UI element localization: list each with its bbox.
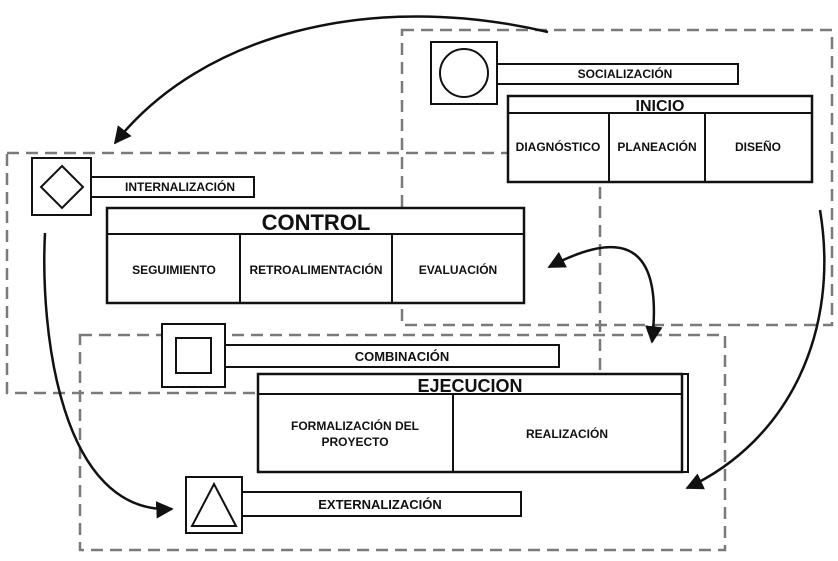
ejecucion-box	[256, 372, 684, 474]
arrow-control-to-ejecucion	[547, 245, 663, 344]
externalizacion-group: EXTERNALIZACIÓN	[185, 476, 522, 534]
inicio-cell-planeacion: PLANEACIÓN	[617, 139, 696, 154]
arrow-inicio-to-externalizacion	[685, 209, 826, 490]
inicio-cell-diagnostico: DIAGNÓSTICO	[516, 139, 601, 154]
control-cell-retroalimentacion: RETROALIMENTACIÓN	[249, 262, 382, 277]
socializacion-group: SOCIALIZACIÓN INICIO DIAGNÓSTICO PLANEAC…	[430, 41, 814, 184]
circle-icon	[439, 48, 489, 98]
control-cell-evaluacion: EVALUACIÓN	[419, 262, 497, 277]
inicio-box	[506, 94, 814, 184]
combinacion-group: COMBINACIÓN EJECUCION FORMALIZACIÓN DEL …	[161, 323, 689, 474]
arrow-internalizacion-to-externalizacion	[43, 232, 174, 519]
combinacion-label: COMBINACIÓN	[355, 349, 450, 364]
combinacion-region	[78, 333, 727, 552]
triangle-icon	[190, 481, 238, 527]
externalizacion-label-bar	[240, 491, 522, 517]
control-box	[105, 206, 526, 305]
internalizacion-group: INTERNALIZACIÓN CONTROL SEGUIMIENTO RETR…	[31, 157, 526, 305]
inicio-cell-diseno: DISEÑO	[735, 139, 781, 154]
control-title: CONTROL	[262, 210, 371, 235]
socializacion-label: SOCIALIZACIÓN	[578, 66, 673, 81]
diamond-icon	[39, 164, 85, 210]
internalizacion-label: INTERNALIZACIÓN	[125, 179, 235, 194]
externalizacion-label: EXTERNALIZACIÓN	[318, 497, 442, 512]
control-cell-seguimiento: SEGUIMIENTO	[132, 263, 216, 277]
ejecucion-title: EJECUCION	[417, 376, 522, 396]
ejecucion-cell-realizacion: REALIZACIÓN	[526, 426, 608, 441]
square-icon	[175, 337, 212, 374]
ejecucion-cell-formalizacion-line2: PROYECTO	[321, 435, 388, 449]
inicio-title: INICIO	[636, 98, 685, 115]
ejecucion-cell-formalizacion-line1: FORMALIZACIÓN DEL	[291, 418, 419, 433]
arrow-socializacion-to-internalizacion	[113, 15, 549, 145]
